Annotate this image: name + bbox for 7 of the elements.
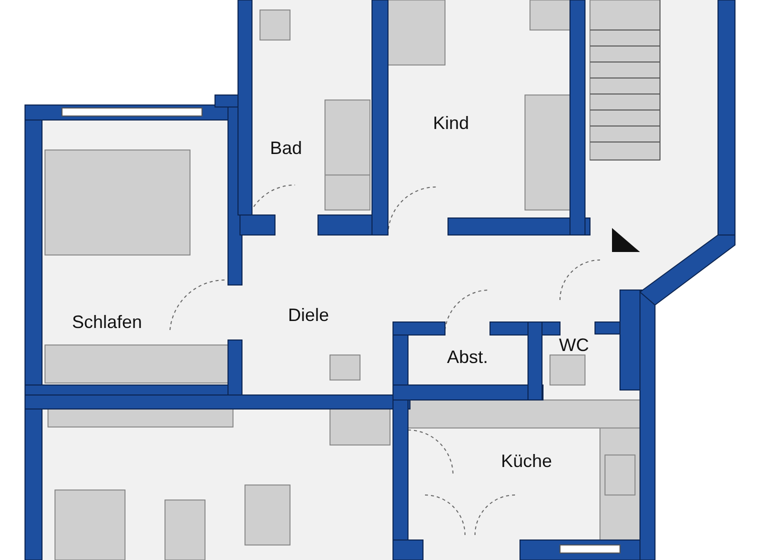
room-label: Bad (270, 139, 302, 157)
room-label: WC (559, 336, 589, 354)
room-label: Schlafen (72, 313, 142, 331)
room-label: Abst. (447, 348, 488, 366)
room-label: Diele (288, 306, 330, 324)
room-label: Küche (501, 452, 552, 470)
room-label: Kind (433, 114, 470, 132)
